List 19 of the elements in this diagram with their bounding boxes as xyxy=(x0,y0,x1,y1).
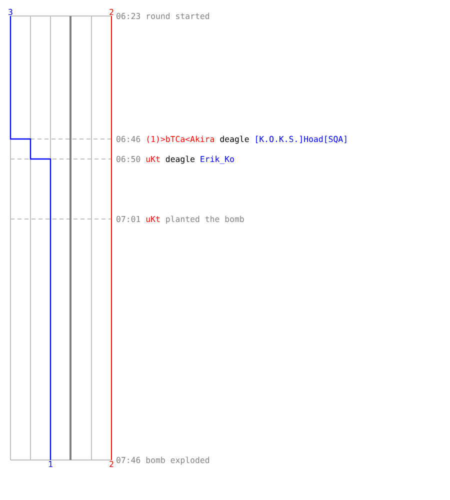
player-name: uKt xyxy=(146,216,160,222)
event-time: 06:23 xyxy=(116,12,140,20)
event-text: round started xyxy=(147,12,210,20)
player-name: Erik_Ko xyxy=(200,156,234,164)
event-text: planted the bomb xyxy=(166,216,244,224)
event-time: 06:46 xyxy=(116,136,140,142)
player-count: 1 xyxy=(49,461,52,467)
player-name: uKt xyxy=(146,156,160,162)
weapon-name: deagle xyxy=(166,156,195,164)
event-time: 06:50 xyxy=(116,156,140,162)
event-time: 07:01 xyxy=(116,216,140,222)
event-time: 07:46 xyxy=(116,456,140,464)
player-name: (1)>bTCa<Akira xyxy=(147,136,214,144)
weapon-name: deagle xyxy=(220,136,249,144)
player-count: 2 xyxy=(110,8,114,15)
player-name: [K.O.K.S.]Hoad[SQA] xyxy=(256,136,346,144)
player-count: 3 xyxy=(8,8,12,16)
event-text: bomb exploded xyxy=(146,456,210,465)
player-count: 2 xyxy=(110,460,114,467)
